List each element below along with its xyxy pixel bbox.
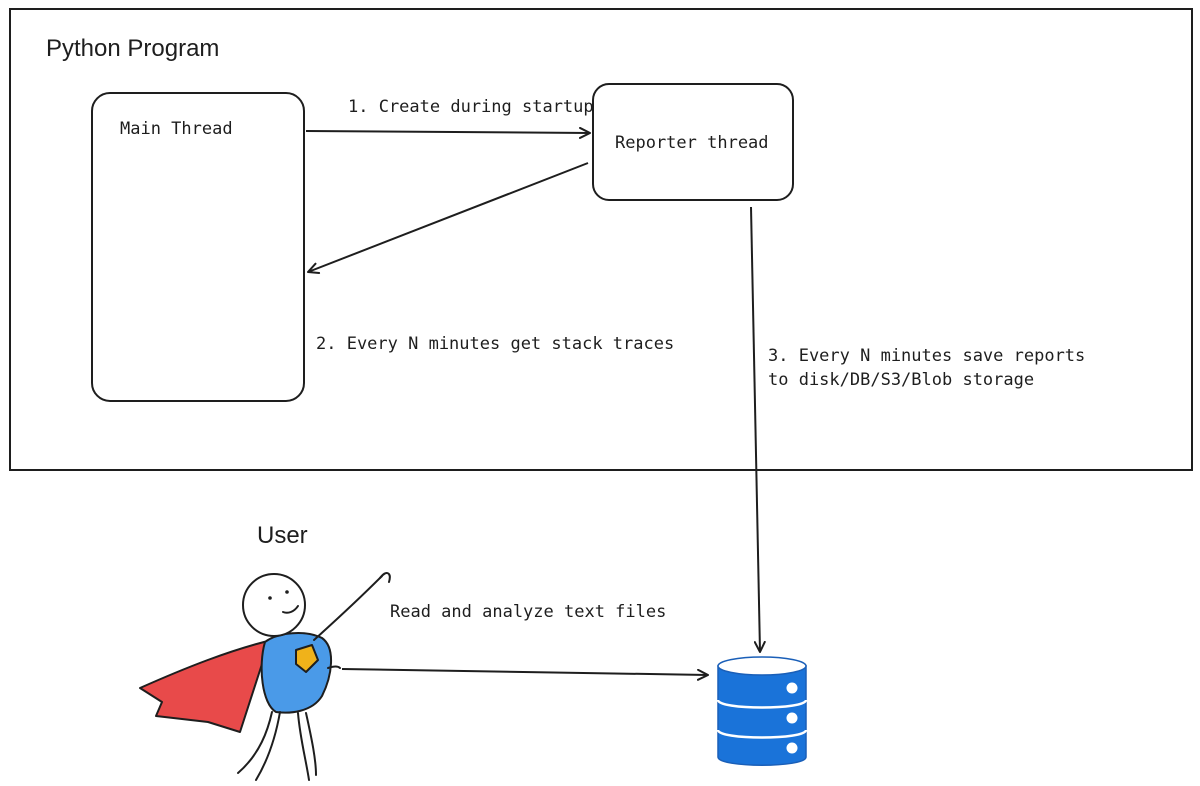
database-icon xyxy=(716,656,808,766)
user-label: User xyxy=(257,522,308,549)
edge-get-stack-traces: 2. Every N minutes get stack traces xyxy=(307,162,674,354)
edge-save-label-line2: to disk/DB/S3/Blob storage xyxy=(768,370,1034,390)
edge-create-during-startup: 1. Create during startup xyxy=(305,97,594,139)
main-thread-label: Main Thread xyxy=(120,119,233,139)
python-program-container: Python Program xyxy=(9,8,1193,471)
edge-save-label-line1: 3. Every N minutes save reports xyxy=(768,346,1085,366)
edge-stack-traces-label: 2. Every N minutes get stack traces xyxy=(316,334,674,354)
superhero-stick-figure-icon xyxy=(139,572,391,781)
reporter-thread-box: Reporter thread xyxy=(592,83,794,201)
edge-save-reports: 3. Every N minutes save reports to disk/… xyxy=(750,206,1085,653)
program-title: Python Program xyxy=(46,35,219,62)
edge-read-label: Read and analyze text files xyxy=(390,602,666,622)
edge-create-label: 1. Create during startup xyxy=(348,97,594,117)
edge-read-analyze: Read and analyze text files xyxy=(341,602,709,681)
main-thread-box: Main Thread xyxy=(91,92,305,402)
reporter-thread-label: Reporter thread xyxy=(615,133,769,153)
